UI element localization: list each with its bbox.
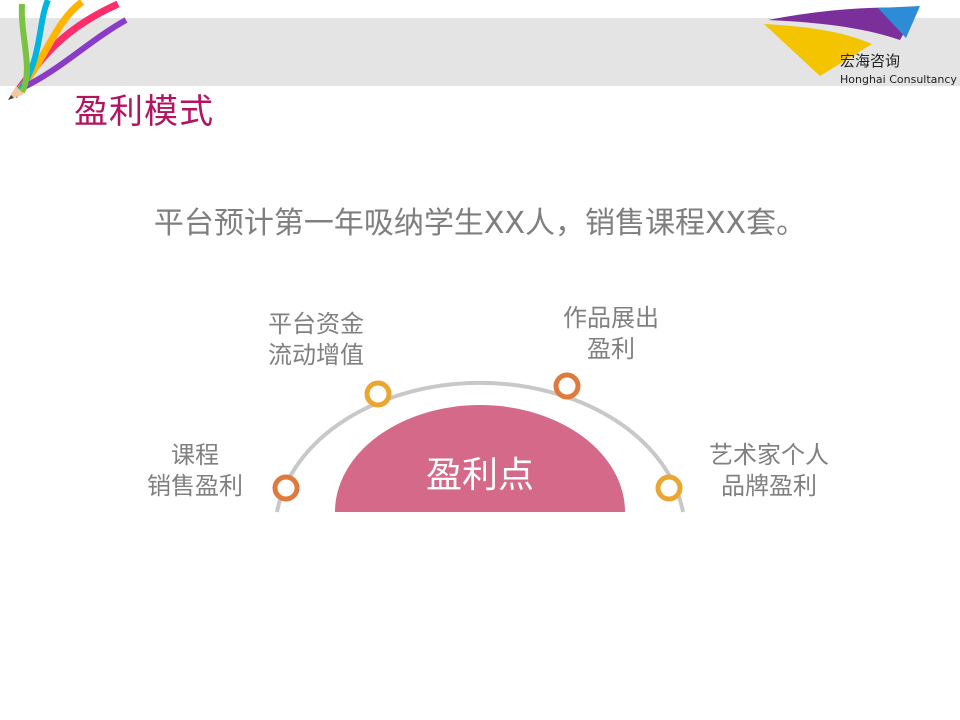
subtitle: 平台预计第一年吸纳学生XX人，销售课程XX套。 bbox=[153, 206, 807, 241]
brand-english-name: Honghai Consultancy bbox=[840, 73, 957, 86]
point-label-2-line1: 平台资金 bbox=[268, 310, 364, 338]
page-title: 盈利模式 bbox=[74, 92, 214, 132]
honghai-logo-icon bbox=[764, 6, 920, 76]
point-label-2: 平台资金 流动增值 bbox=[255, 309, 377, 371]
pencil-logo-icon bbox=[8, 0, 128, 100]
point-ring-4 bbox=[655, 474, 683, 502]
point-label-1-line1: 课程 bbox=[171, 441, 219, 469]
point-label-4-line2: 品牌盈利 bbox=[721, 472, 817, 500]
point-ring-2 bbox=[364, 380, 392, 408]
point-label-1: 课程 销售盈利 bbox=[140, 440, 250, 502]
center-semicircle bbox=[335, 405, 625, 512]
point-label-3-line2: 盈利 bbox=[587, 335, 635, 363]
center-label: 盈利点 bbox=[425, 455, 534, 496]
point-label-1-line2: 销售盈利 bbox=[147, 472, 243, 500]
point-label-2-line2: 流动增值 bbox=[268, 341, 364, 369]
point-label-4: 艺术家个人 品牌盈利 bbox=[700, 440, 838, 502]
outer-arc bbox=[275, 380, 685, 513]
brand-name: 宏海咨询 bbox=[840, 52, 901, 70]
point-ring-1 bbox=[272, 474, 300, 502]
point-ring-3 bbox=[553, 372, 581, 400]
point-label-4-line1: 艺术家个人 bbox=[709, 441, 829, 469]
point-label-3-line1: 作品展出 bbox=[563, 304, 659, 332]
point-label-3: 作品展出 盈利 bbox=[550, 303, 672, 365]
